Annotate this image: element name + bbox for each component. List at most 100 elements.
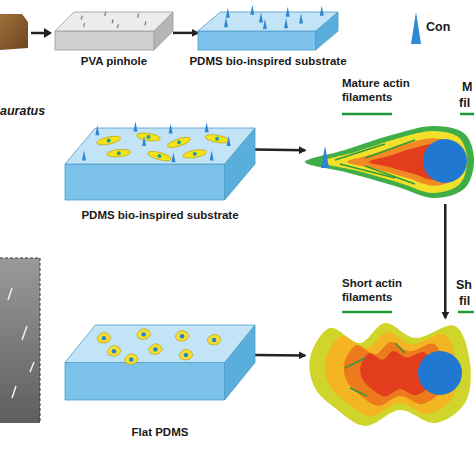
round-cell bbox=[107, 345, 121, 356]
cone-spike bbox=[133, 122, 137, 132]
round-cell bbox=[124, 354, 138, 365]
cell-cortex bbox=[322, 131, 467, 193]
cone-spike bbox=[95, 125, 99, 135]
cropped-label: Sh bbox=[456, 278, 472, 293]
zoom-frame bbox=[40, 258, 41, 423]
cell-body bbox=[179, 349, 193, 360]
node-label: PDMS bio-inspired substrate bbox=[168, 54, 368, 68]
cell-body bbox=[147, 149, 172, 162]
node-shape bbox=[65, 128, 255, 200]
cell-nucleus bbox=[129, 357, 133, 361]
cone-spike bbox=[227, 136, 231, 146]
cell-nucleus bbox=[176, 140, 181, 145]
cone-spike bbox=[320, 6, 324, 16]
cell-body bbox=[136, 132, 161, 142]
cropped-label: fil bbox=[459, 96, 470, 111]
actin-filament bbox=[335, 144, 385, 160]
cell-body bbox=[97, 332, 111, 343]
actin-filament bbox=[395, 343, 405, 353]
pinhole-mark bbox=[138, 14, 139, 18]
cell-nucleus bbox=[423, 139, 467, 183]
green-underline bbox=[460, 113, 474, 116]
round-cell bbox=[179, 349, 193, 360]
substrate-node: PDMS bio-inspired substrate bbox=[198, 12, 338, 50]
round-cell bbox=[137, 328, 151, 339]
round-cell bbox=[175, 330, 189, 341]
process-arrow bbox=[444, 204, 447, 318]
cell-body bbox=[205, 133, 230, 144]
cone-spike bbox=[259, 12, 263, 22]
cell-nucleus bbox=[418, 351, 462, 395]
cell-body bbox=[148, 343, 162, 354]
arrow-head bbox=[44, 28, 52, 38]
sem-image bbox=[0, 258, 40, 423]
process-arrow bbox=[173, 32, 198, 35]
cone-spike bbox=[321, 146, 329, 168]
slab-top bbox=[65, 325, 255, 363]
cone-spike bbox=[284, 18, 288, 28]
node-label: PVA pinhole bbox=[30, 54, 198, 68]
substrate-node: PVA pinhole bbox=[55, 12, 173, 50]
cell-nucleus bbox=[153, 347, 157, 351]
cell-body bbox=[96, 135, 121, 147]
sem-spike bbox=[8, 288, 12, 300]
cone-spike bbox=[286, 7, 290, 17]
actin-filament bbox=[350, 388, 367, 396]
cone-spike bbox=[205, 122, 209, 132]
node-label: Mature actin filaments bbox=[342, 76, 427, 104]
node-shape bbox=[65, 325, 255, 400]
slab-front bbox=[55, 31, 154, 50]
cell-nucleus bbox=[146, 135, 151, 140]
pinhole-mark bbox=[117, 24, 118, 28]
cone-spike bbox=[263, 19, 267, 29]
cone-spike bbox=[142, 136, 146, 146]
node-label: PDMS bio-inspired substrate bbox=[65, 208, 255, 222]
pinhole-mark bbox=[84, 23, 85, 27]
sem-spike bbox=[22, 326, 27, 340]
cell-body bbox=[182, 148, 207, 159]
substrate-node: Flat PDMS bbox=[65, 325, 255, 400]
slab-top bbox=[198, 12, 338, 31]
node-label: Flat PDMS bbox=[65, 425, 255, 439]
actin-filament bbox=[340, 164, 395, 178]
cell-nucleus bbox=[102, 336, 106, 340]
round-cell bbox=[148, 343, 162, 354]
spread-cell bbox=[136, 132, 161, 142]
green-underline bbox=[458, 311, 474, 314]
cropped-label: M bbox=[462, 80, 472, 95]
actin-filament bbox=[365, 140, 415, 158]
cell-body bbox=[137, 328, 151, 339]
slab-top bbox=[55, 12, 173, 31]
cell-body bbox=[207, 334, 221, 345]
pinhole-mark bbox=[81, 16, 82, 20]
cell-node: Mature actin filaments bbox=[305, 120, 474, 204]
node-label: Short actin filaments bbox=[342, 276, 427, 304]
slab-front bbox=[198, 31, 316, 50]
zoom-frame bbox=[0, 258, 40, 259]
cropped-label: Con bbox=[426, 20, 450, 35]
pinhole-mark bbox=[145, 21, 146, 25]
substrate-node: PDMS bio-inspired substrate bbox=[65, 128, 255, 200]
cone-spike bbox=[250, 5, 254, 15]
cell-nucleus bbox=[106, 138, 111, 143]
slab-top bbox=[65, 128, 255, 164]
species-label: auratus bbox=[0, 104, 45, 119]
cone-spike bbox=[226, 8, 230, 18]
cell-edge bbox=[305, 126, 474, 198]
cell-body bbox=[175, 330, 189, 341]
cell-nucleus bbox=[212, 338, 216, 342]
cell-body bbox=[107, 345, 121, 356]
cell-nucleus bbox=[141, 332, 145, 336]
round-cell bbox=[207, 334, 221, 345]
cone-spike bbox=[299, 13, 303, 23]
node-shape bbox=[305, 318, 474, 428]
cell-body bbox=[124, 354, 138, 365]
process-arrow bbox=[31, 32, 45, 35]
spread-cell bbox=[107, 149, 132, 158]
spread-cell bbox=[182, 148, 207, 159]
pinhole-mark bbox=[112, 19, 113, 23]
actin-filament bbox=[345, 358, 365, 368]
cell-body bbox=[166, 135, 191, 149]
cell-nucleus bbox=[117, 151, 121, 155]
